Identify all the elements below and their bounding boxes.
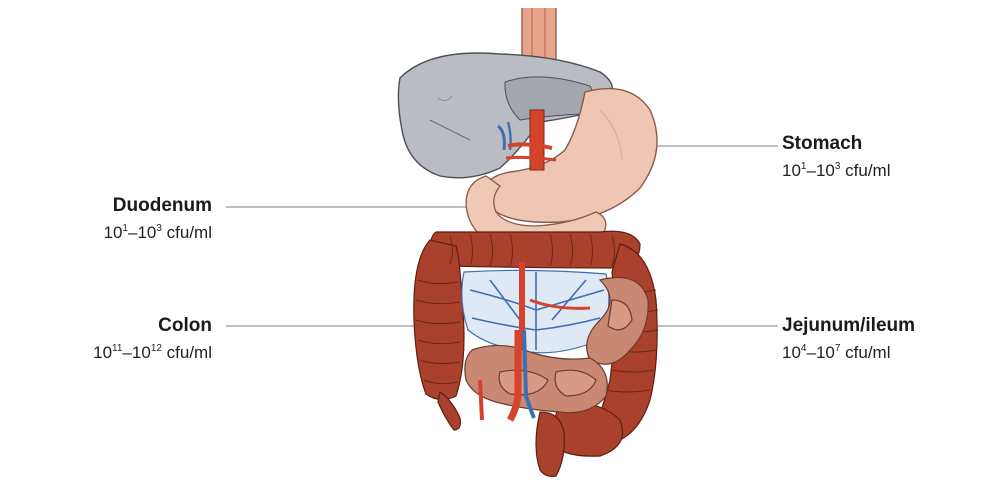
mesentery <box>462 262 609 353</box>
stomach-count: 101–103 cfu/ml <box>782 162 891 179</box>
duodenum-label: Duodenum 101–103 cfu/ml <box>104 196 213 241</box>
jejunum-ileum-name: Jejunum/ileum <box>782 316 915 335</box>
stomach-name: Stomach <box>782 134 891 153</box>
jejunum-ileum-label: Jejunum/ileum 104–107 cfu/ml <box>782 316 915 361</box>
stomach-label: Stomach 101–103 cfu/ml <box>782 134 891 179</box>
colon-name: Colon <box>93 316 212 335</box>
jejunum-ileum-count: 104–107 cfu/ml <box>782 344 915 361</box>
colon-count: 1011–1012 cfu/ml <box>93 344 212 361</box>
colon-label: Colon 1011–1012 cfu/ml <box>93 316 212 361</box>
duodenum-name: Duodenum <box>104 196 213 215</box>
duodenum-count: 101–103 cfu/ml <box>104 224 213 241</box>
